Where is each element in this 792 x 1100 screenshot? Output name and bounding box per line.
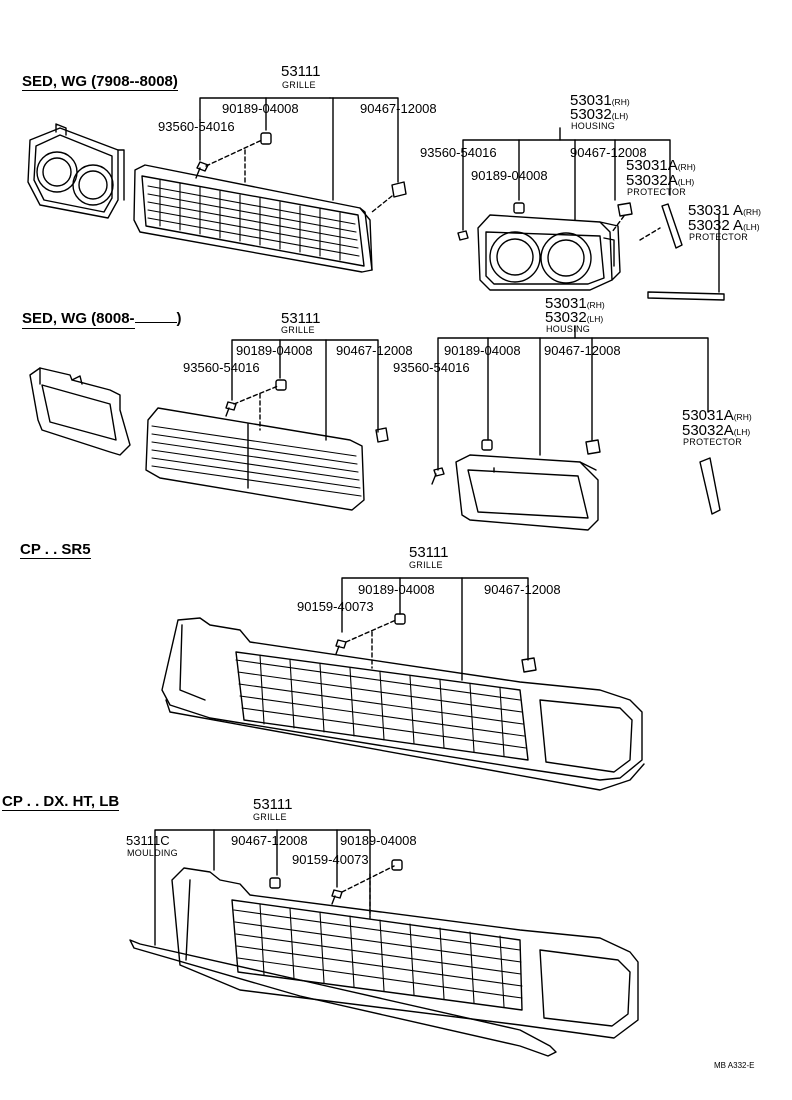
section1-grille <box>133 164 373 273</box>
section1-housing-part-90467: 90467-12008 <box>570 145 647 160</box>
section4-grille-name: GRILLE <box>253 812 287 822</box>
section2-housing-part-90467: 90467-12008 <box>544 343 621 358</box>
section1-protector-b-name: PROTECTOR <box>689 232 749 242</box>
section1-fasteners <box>195 132 407 213</box>
section1-part-90189: 90189-04008 <box>222 101 299 116</box>
section1-protectors <box>647 203 725 301</box>
section3-grille <box>161 617 645 791</box>
section1-protector-b-lh: 53032 A(LH) <box>688 217 760 234</box>
section2-title: SED, WG (8008-) <box>22 310 182 329</box>
section4-grille <box>171 867 639 1039</box>
section2-housing-left <box>29 367 131 456</box>
section2-protector-rh: 53031A(RH) <box>682 407 752 424</box>
section2-grille-name: GRILLE <box>281 325 315 335</box>
section3-fasteners <box>335 613 537 673</box>
section2-protector-name: PROTECTOR <box>683 437 743 447</box>
section3-part-90159: 90159-40073 <box>297 599 374 614</box>
section2-part-90189: 90189-04008 <box>236 343 313 358</box>
section3-leaders <box>341 577 529 681</box>
section1-housing-left <box>27 123 125 219</box>
section3-part-90189: 90189-04008 <box>358 582 435 597</box>
section1-protector-a-rh: 53031A(RH) <box>626 157 696 174</box>
section1-housing-right <box>457 202 661 291</box>
section2-part-90467: 90467-12008 <box>336 343 413 358</box>
section2-housing-lh: 53032(LH) <box>545 309 604 326</box>
footer-code: MB A332-E <box>714 1061 755 1070</box>
section4-grille-part: 53111 <box>253 796 293 813</box>
section1-housing-lh: 53032(LH) <box>570 106 629 123</box>
section4-part-90467: 90467-12008 <box>231 833 308 848</box>
section2-housing-part-93560: 93560-54016 <box>393 360 470 375</box>
section3-title: CP . . SR5 <box>20 541 91 559</box>
section4-fasteners <box>269 859 403 919</box>
section2-housing-name: HOUSING <box>546 324 591 334</box>
section2-leaders <box>231 325 709 471</box>
section4-moulding-name: MOULDING <box>127 848 178 858</box>
section2-housing-part-90189: 90189-04008 <box>444 343 521 358</box>
section4-moulding <box>129 939 557 1057</box>
section1-housing-part-93560: 93560-54016 <box>420 145 497 160</box>
section2-protector <box>699 457 721 515</box>
section4-title: CP . . DX. HT, LB <box>2 793 120 811</box>
section4-moulding-part: 53111C <box>126 833 170 848</box>
section1-title: SED, WG (7908--8008) <box>22 73 178 91</box>
section1-protector-a-name: PROTECTOR <box>627 187 687 197</box>
section1-leaders <box>199 97 720 293</box>
section3-grille-name: GRILLE <box>409 560 443 570</box>
section1-grille-name: GRILLE <box>282 80 316 90</box>
section4-part-90189: 90189-04008 <box>340 833 417 848</box>
section1-part-93560: 93560-54016 <box>158 119 235 134</box>
section4-leaders <box>154 829 371 946</box>
section2-part-93560: 93560-54016 <box>183 360 260 375</box>
section1-protector-b-rh: 53031 A(RH) <box>688 202 762 219</box>
section2-protector-lh: 53032A(LH) <box>682 422 751 439</box>
section1-housing-rh: 53031(RH) <box>570 92 630 109</box>
section1-part-90467: 90467-12008 <box>360 101 437 116</box>
section1-grille-part: 53111 <box>281 63 321 80</box>
section2-grille <box>145 407 365 511</box>
section3-part-90467: 90467-12008 <box>484 582 561 597</box>
section2-grille-part: 53111 <box>281 310 321 327</box>
section2-housing-rh: 53031(RH) <box>545 295 605 312</box>
section1-housing-part-90189: 90189-04008 <box>471 168 548 183</box>
section4-part-90159: 90159-40073 <box>292 852 369 867</box>
section1-housing-name: HOUSING <box>571 121 616 131</box>
section2-housing-right <box>431 439 601 531</box>
section1-protector-a-lh: 53032A(LH) <box>626 172 695 189</box>
section2-fasteners <box>225 379 389 443</box>
section3-grille-part: 53111 <box>409 544 449 561</box>
